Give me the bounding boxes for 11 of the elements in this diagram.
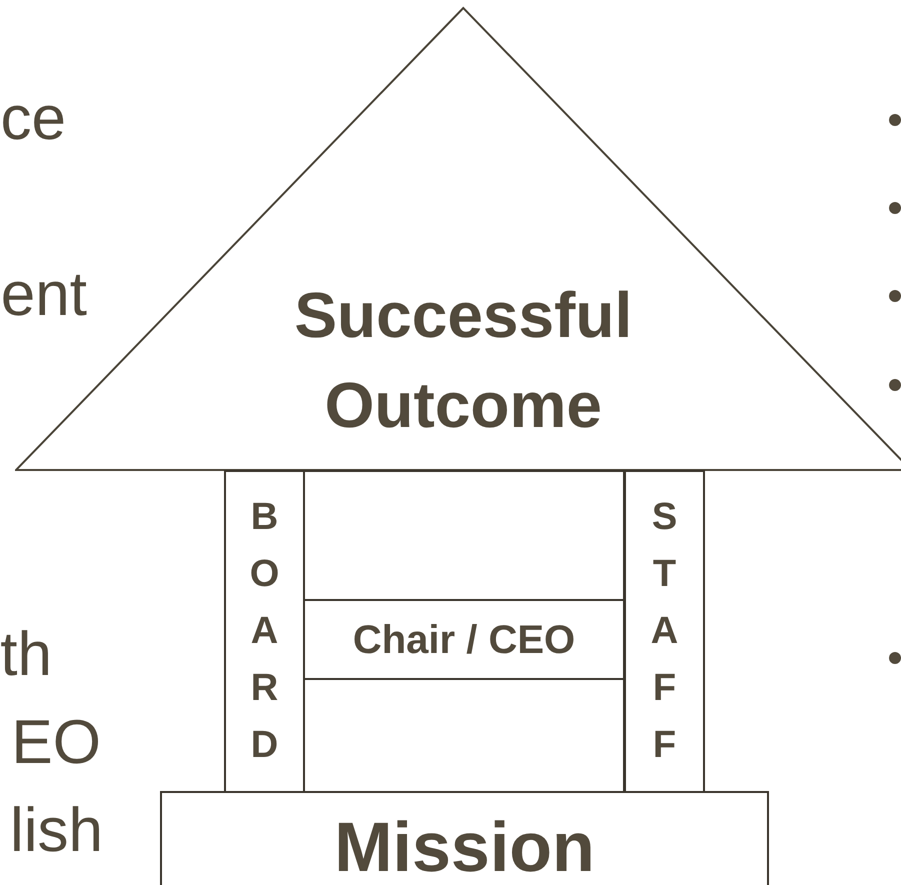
base-label: Mission <box>334 809 595 885</box>
cut-off-text: ent <box>0 264 87 326</box>
upper-box <box>303 470 625 601</box>
cut-off-text: ce <box>0 88 66 150</box>
cut-off-text: lish <box>8 800 103 862</box>
cut-off-text: th <box>0 624 52 686</box>
roof-label: Successful Outcome <box>293 278 634 443</box>
column-label: B O A R D <box>250 495 280 768</box>
cut-off-text: EO <box>10 712 101 774</box>
column-label: S T A F F <box>650 495 680 768</box>
box-label: Chair / CEO <box>352 618 576 662</box>
